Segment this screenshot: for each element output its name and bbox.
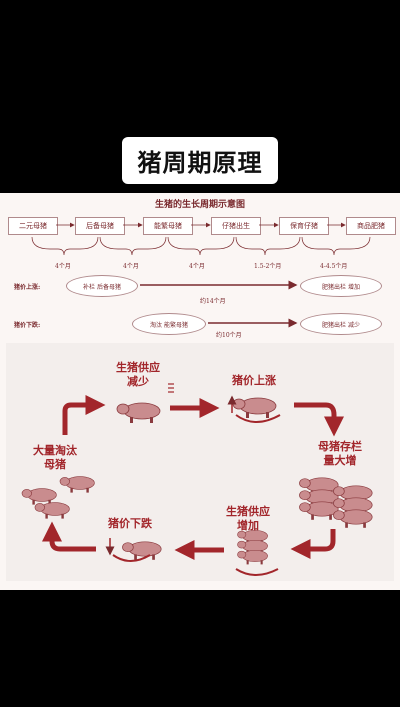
stage-box: 二元母猪 xyxy=(8,217,58,235)
growth-cycle-title: 生猪的生长周期示意图 xyxy=(154,200,245,210)
stage-box: 仔猪出生 xyxy=(211,217,261,235)
up-row-end-text: 肥猪出栏 增加 xyxy=(322,283,360,291)
duration-label: 4个月 xyxy=(55,263,71,270)
duration-label: 1.5-2个月 xyxy=(254,263,282,270)
price-down-row-label: 猪价下跌: xyxy=(14,322,41,329)
hand-icon xyxy=(112,554,151,562)
label-cull-sows: 大量淘汰 母猪 xyxy=(33,444,77,471)
duration-braces xyxy=(31,236,371,256)
up-row-end-oval: 肥猪出栏 增加 xyxy=(300,275,382,297)
price-up-row-label: 猪价上涨: xyxy=(14,284,41,291)
duration-label: 4-4.5个月 xyxy=(320,263,348,270)
down-row-end-oval: 肥猪出栏 减少 xyxy=(300,313,382,335)
page-title: 猪周期原理 xyxy=(137,149,263,177)
down-row-end-text: 肥猪出栏 减少 xyxy=(322,321,360,329)
down-row-start-oval: 淘汰 能繁母猪 xyxy=(132,313,206,335)
up-row-start-text: 补栏 后备母猪 xyxy=(83,283,121,291)
stage-box: 保育仔猪 xyxy=(279,217,329,235)
label-price-down: 猪价下跌 xyxy=(108,517,152,530)
hand-icon xyxy=(235,414,281,423)
stage-box: 商品肥猪 xyxy=(346,217,396,235)
label-price-up: 猪价上涨 xyxy=(232,374,276,387)
title-banner: 猪周期原理 xyxy=(122,137,278,184)
hand-icon xyxy=(235,568,279,576)
down-row-duration: 约10个月 xyxy=(216,332,242,339)
stage-box: 能繁母猪 xyxy=(143,217,193,235)
up-row-duration: 约14个月 xyxy=(200,298,226,305)
pig-cycle-diagram: 生猪的生长周期示意图 二元母猪 后备母猪 能繁母猪 仔猪出生 保育仔猪 商品肥猪… xyxy=(0,193,400,590)
label-sow-up: 母猪存栏 量大增 xyxy=(318,440,362,467)
label-supply-down: 生猪供应 减少 xyxy=(116,361,160,388)
cycle-arrows xyxy=(42,395,344,560)
diagram-graphics xyxy=(21,222,373,576)
duration-label: 4个月 xyxy=(123,263,139,270)
minus-icon xyxy=(168,383,174,393)
stage-box: 后备母猪 xyxy=(75,217,125,235)
cycle-background xyxy=(6,343,394,581)
duration-label: 4个月 xyxy=(189,263,205,270)
down-row-start-text: 淘汰 能繁母猪 xyxy=(150,321,188,329)
up-row-start-oval: 补栏 后备母猪 xyxy=(66,275,138,297)
pig-illustrations xyxy=(21,397,373,565)
label-supply-up: 生猪供应 增加 xyxy=(226,505,270,532)
